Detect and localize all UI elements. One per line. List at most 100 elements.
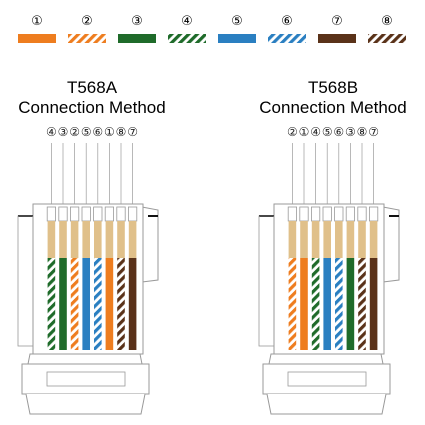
legend-swatch-2 [68, 34, 106, 43]
legend-swatch-7 [318, 34, 356, 43]
gold-contact-4 [82, 221, 90, 258]
gold-contact-7 [117, 221, 125, 258]
legend-swatch-5 [218, 34, 256, 43]
wire-8 [369, 258, 378, 350]
cable-boot [21, 363, 150, 395]
contact-ridge [357, 206, 367, 222]
contact-ridge [127, 206, 138, 222]
pin-order-label-3: ② [69, 125, 80, 139]
wire-7 [117, 258, 125, 350]
contact-ridge [310, 206, 321, 222]
legend-number-6: ⑥ [281, 14, 293, 29]
boot-inner-line [287, 371, 367, 387]
wire-1 [288, 258, 297, 350]
wire-1 [47, 258, 56, 350]
wire-2 [59, 258, 67, 350]
contact-ridge [81, 206, 91, 222]
gold-contact-4 [323, 221, 331, 258]
wire-5 [94, 258, 102, 350]
gold-contact-5 [335, 221, 343, 258]
wire-5 [335, 258, 343, 350]
wire-3 [311, 258, 320, 350]
t568a-subtitle: Connection Method [18, 98, 165, 117]
gold-contact-1 [288, 221, 297, 258]
legend-number-1: ① [31, 14, 43, 29]
legend-swatch-1 [18, 34, 56, 43]
boot-collar [268, 353, 384, 365]
wire-8 [128, 258, 137, 350]
contact-ridge [334, 206, 344, 222]
contact-ridge [368, 206, 379, 222]
legend-number-5: ⑤ [231, 14, 243, 29]
legend-swatch-8 [368, 34, 406, 43]
wire-3 [70, 258, 79, 350]
gold-contact-5 [94, 221, 102, 258]
wire-2 [300, 258, 308, 350]
legend-swatch-6 [268, 34, 306, 43]
gold-contact-1 [47, 221, 56, 258]
pin-order-label-2: ① [299, 125, 310, 139]
pin-order-label-3: ④ [310, 125, 321, 139]
t568a-title: T568A [67, 78, 118, 97]
contact-ridge [345, 206, 356, 222]
gold-contact-6 [346, 221, 355, 258]
t568b-subtitle: Connection Method [259, 98, 406, 117]
gold-contact-8 [128, 221, 137, 258]
legend-number-7: ⑦ [331, 14, 343, 29]
wire-4 [323, 258, 331, 350]
legend-number-2: ② [81, 14, 93, 29]
contact-ridge [299, 206, 309, 222]
pin-order-label-8: ⑦ [368, 125, 379, 139]
pin-order-label-4: ⑤ [81, 125, 92, 139]
pin-order-label-1: ④ [46, 125, 57, 139]
boot-tail [25, 393, 146, 415]
latch-tab [141, 206, 159, 283]
wire-6 [346, 258, 355, 350]
pin-order-label-5: ⑥ [333, 125, 344, 139]
plug-side-face [17, 215, 34, 347]
legend-swatch-3 [118, 34, 156, 43]
gold-contact-7 [358, 221, 366, 258]
contact-ridge [58, 206, 68, 222]
legend-number-4: ④ [181, 14, 193, 29]
pin-order-label-2: ③ [58, 125, 69, 139]
contact-ridge [116, 206, 126, 222]
pin-order-label-1: ② [287, 125, 298, 139]
gold-contact-8 [369, 221, 378, 258]
cable-boot [262, 363, 391, 395]
legend-number-8: ⑧ [381, 14, 393, 29]
legend-number-3: ③ [131, 14, 143, 29]
t568b-title: T568B [308, 78, 358, 97]
wire-7 [358, 258, 366, 350]
contact-ridge [93, 206, 103, 222]
contact-ridge [322, 206, 332, 222]
gold-contact-2 [59, 221, 67, 258]
pin-order-label-5: ⑥ [92, 125, 103, 139]
boot-tail [266, 393, 387, 415]
wire-6 [105, 258, 114, 350]
wire-4 [82, 258, 90, 350]
gold-contact-2 [300, 221, 308, 258]
latch-tab [382, 206, 400, 283]
pin-order-label-7: ⑧ [116, 125, 127, 139]
contact-ridge [46, 206, 57, 222]
pin-order-label-8: ⑦ [127, 125, 138, 139]
contact-ridge [287, 206, 298, 222]
contact-ridge [104, 206, 114, 222]
boot-collar [27, 353, 143, 365]
gold-contact-6 [105, 221, 114, 258]
plug-side-face [258, 215, 275, 347]
gold-contact-3 [311, 221, 320, 258]
boot-inner-line [46, 371, 126, 387]
legend-swatch-4 [168, 34, 206, 43]
gold-contact-3 [70, 221, 79, 258]
pin-order-label-4: ⑤ [322, 125, 333, 139]
pin-order-label-7: ⑧ [357, 125, 368, 139]
contact-ridge [70, 206, 80, 222]
color-legend: ① ② ③ ④ ⑤ ⑥ ⑦ ⑧ [18, 14, 406, 43]
pin-order-label-6: ① [104, 125, 115, 139]
pin-order-label-6: ③ [345, 125, 356, 139]
